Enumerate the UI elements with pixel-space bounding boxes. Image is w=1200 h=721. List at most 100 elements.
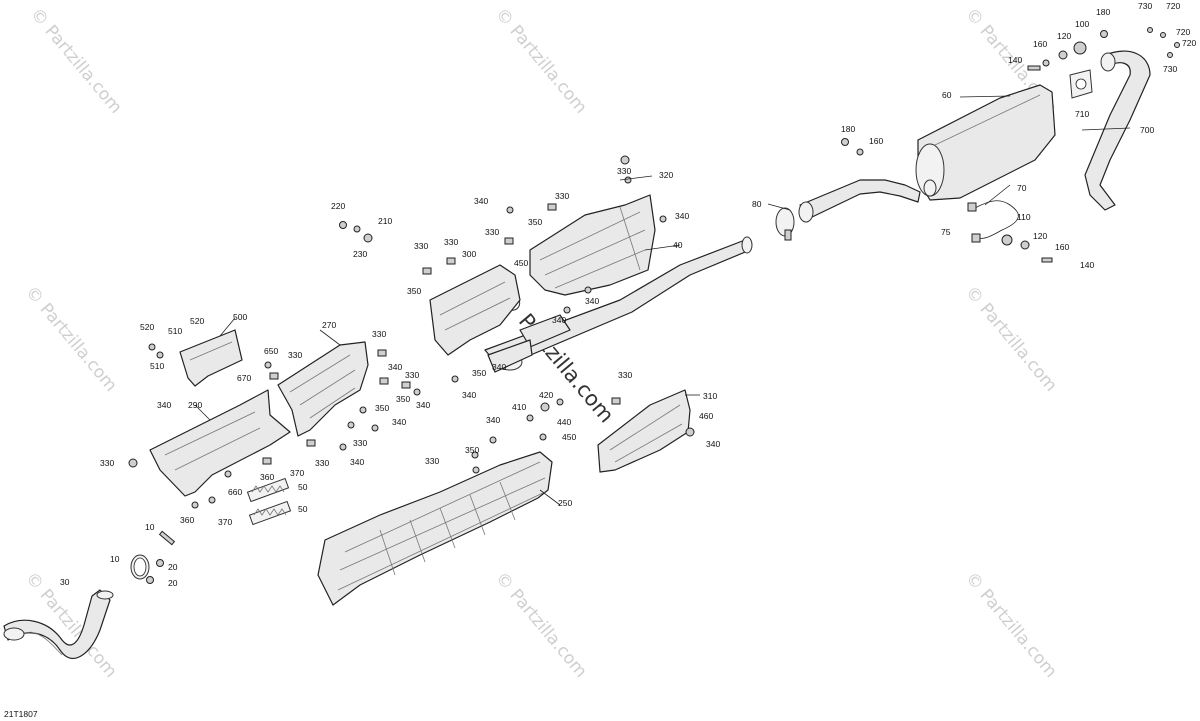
leader-lines xyxy=(194,95,1131,506)
muffler-inlet-pipe xyxy=(798,179,921,223)
label-330: 330 xyxy=(288,350,302,360)
watermark: © Partzilla.com xyxy=(491,4,591,117)
label-500: 500 xyxy=(233,312,247,322)
label-340: 340 xyxy=(675,211,689,221)
label-370: 370 xyxy=(290,468,304,478)
label-160: 160 xyxy=(1033,39,1047,49)
part-290-heat-shield xyxy=(128,389,291,497)
label-520: 520 xyxy=(140,322,154,332)
label-720: 720 xyxy=(1166,1,1180,11)
label-140: 140 xyxy=(1008,55,1022,65)
label-340: 340 xyxy=(157,400,171,410)
label-330: 330 xyxy=(485,227,499,237)
label-340: 340 xyxy=(462,390,476,400)
label-160: 160 xyxy=(869,136,883,146)
watermark: © Partzilla.com xyxy=(961,568,1061,681)
label-340: 340 xyxy=(416,400,430,410)
label-180: 180 xyxy=(841,124,855,134)
label-340: 340 xyxy=(706,439,720,449)
hardware-misc xyxy=(191,155,667,509)
part-40-middle-pipe xyxy=(484,236,753,373)
label-730: 730 xyxy=(1163,64,1177,74)
label-300: 300 xyxy=(462,249,476,259)
part-710-gasket xyxy=(1069,69,1093,99)
label-160: 160 xyxy=(1055,242,1069,252)
watermark: © Partzilla.com xyxy=(26,4,126,117)
label-350: 350 xyxy=(396,394,410,404)
label-340: 340 xyxy=(350,457,364,467)
part-60-muffler xyxy=(915,84,1056,201)
label-50: 50 xyxy=(298,504,308,514)
label-340: 340 xyxy=(392,417,406,427)
part-300-shield xyxy=(429,264,521,356)
label-510: 510 xyxy=(168,326,182,336)
label-330: 330 xyxy=(372,329,386,339)
label-20: 20 xyxy=(168,562,178,572)
label-510: 510 xyxy=(150,361,164,371)
label-120: 120 xyxy=(1033,231,1047,241)
label-330: 330 xyxy=(100,458,114,468)
label-120: 120 xyxy=(1057,31,1071,41)
watermark: © Partzilla.com xyxy=(21,282,121,395)
label-410: 410 xyxy=(512,402,526,412)
label-210: 210 xyxy=(378,216,392,226)
part-320-shield xyxy=(529,194,656,296)
callouts: 30 10 10 20 20 330 340 290 360 370 660 3… xyxy=(60,1,1196,588)
label-140: 140 xyxy=(1080,260,1094,270)
label-660: 660 xyxy=(228,487,242,497)
label-360: 360 xyxy=(260,472,274,482)
label-330: 330 xyxy=(618,370,632,380)
label-70: 70 xyxy=(1017,183,1027,193)
label-350: 350 xyxy=(465,445,479,455)
label-460: 460 xyxy=(699,411,713,421)
label-20: 20 xyxy=(168,578,178,588)
label-330: 330 xyxy=(444,237,458,247)
watermark: © Partzilla.com xyxy=(961,282,1061,395)
label-75: 75 xyxy=(941,227,951,237)
label-330: 330 xyxy=(405,370,419,380)
label-80: 80 xyxy=(752,199,762,209)
label-180: 180 xyxy=(1096,7,1110,17)
label-10: 10 xyxy=(145,522,155,532)
label-710: 710 xyxy=(1075,109,1089,119)
label-350: 350 xyxy=(375,403,389,413)
label-330: 330 xyxy=(555,191,569,201)
label-350: 350 xyxy=(407,286,421,296)
label-720: 720 xyxy=(1176,27,1190,37)
label-330: 330 xyxy=(315,458,329,468)
label-440: 440 xyxy=(557,417,571,427)
label-450: 450 xyxy=(562,432,576,442)
label-340: 340 xyxy=(486,415,500,425)
label-340: 340 xyxy=(585,296,599,306)
part-10-gasket xyxy=(130,530,176,580)
part-30-front-pipe xyxy=(3,589,114,659)
label-350: 350 xyxy=(472,368,486,378)
label-700: 700 xyxy=(1140,125,1154,135)
label-340: 340 xyxy=(388,362,402,372)
part-20-nuts xyxy=(146,559,164,584)
label-520: 520 xyxy=(190,316,204,326)
label-330: 330 xyxy=(353,438,367,448)
label-30: 30 xyxy=(60,577,70,587)
label-310: 310 xyxy=(703,391,717,401)
watermark: © Partzilla.com xyxy=(491,568,591,681)
label-340: 340 xyxy=(552,315,566,325)
part-700-tailpipe xyxy=(1084,50,1151,211)
label-330: 330 xyxy=(425,456,439,466)
label-10: 10 xyxy=(110,554,120,564)
part-80-clamp xyxy=(775,207,795,241)
part-500-bracket xyxy=(148,329,243,387)
diagram-code: 21T1807 xyxy=(4,709,38,719)
label-360: 360 xyxy=(180,515,194,525)
label-50: 50 xyxy=(298,482,308,492)
label-350: 350 xyxy=(528,217,542,227)
label-330: 330 xyxy=(617,166,631,176)
part-50-springs xyxy=(246,477,292,526)
label-370: 370 xyxy=(218,517,232,527)
part-270-shield xyxy=(277,341,369,437)
label-40: 40 xyxy=(673,240,683,250)
hardware-top-right xyxy=(841,27,1180,156)
label-650: 650 xyxy=(264,346,278,356)
label-250: 250 xyxy=(558,498,572,508)
